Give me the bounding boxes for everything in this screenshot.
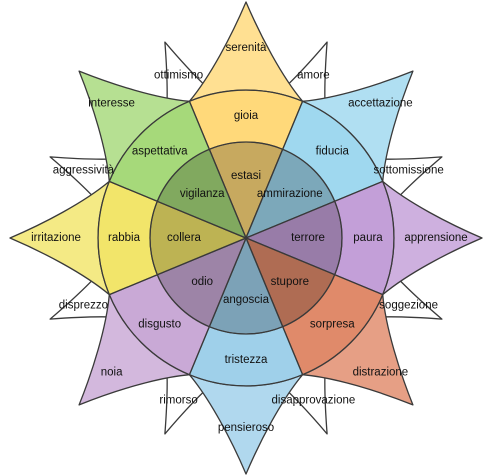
- dyad-label-love: amore: [297, 69, 330, 81]
- petal-outer-anticipation: [78, 70, 191, 183]
- label-mid-trust: fiducia: [316, 146, 350, 158]
- label-mid-joy: gioia: [234, 110, 259, 122]
- label-outer-fear: apprensione: [404, 232, 467, 244]
- label-mid-surprise: sorpresa: [310, 318, 355, 330]
- label-inner-sadness: angoscia: [223, 294, 270, 306]
- petal-outer-surprise: [301, 293, 414, 406]
- label-inner-disgust: odio: [191, 276, 213, 288]
- label-inner-fear: terrore: [291, 232, 325, 244]
- spoke: [109, 237, 247, 296]
- label-outer-disgust: noia: [101, 366, 123, 378]
- petal-outer-fear: [382, 180, 483, 296]
- outer-ring: [97, 89, 395, 387]
- label-inner-joy: estasi: [231, 170, 261, 182]
- spoke: [245, 237, 304, 375]
- petal-layer: [9, 1, 483, 475]
- inner-ring: [149, 141, 343, 335]
- label-inner-trust: ammirazione: [257, 188, 323, 200]
- dyad-label-contempt: disprezzo: [59, 299, 108, 311]
- label-mid-sadness: tristezza: [225, 354, 268, 366]
- petal-outer-anger: [9, 180, 110, 296]
- label-inner-anger: collera: [167, 232, 201, 244]
- spoke: [245, 180, 383, 239]
- label-inner-anticipation: vigilanza: [180, 188, 225, 200]
- petal-outer-disgust: [78, 293, 191, 406]
- spoke: [245, 237, 383, 296]
- label-outer-anger: irritazione: [31, 232, 81, 244]
- spoke: [245, 101, 304, 239]
- label-mid-anger: rabbia: [108, 232, 141, 244]
- dyad-label-submission: sottomissione: [373, 165, 443, 177]
- label-layer: amore sottomissione soggezione disapprovazi…: [31, 42, 468, 434]
- label-outer-surprise: distrazione: [353, 366, 409, 378]
- dyad-label-awe: soggezione: [379, 299, 438, 311]
- spoke: [188, 101, 247, 239]
- dyad-label-remorse: rimorso: [159, 395, 197, 407]
- label-inner-surprise: stupore: [271, 276, 309, 288]
- dyad-label-aggressiveness: aggressività: [53, 165, 115, 177]
- label-outer-sadness: pensieroso: [218, 422, 274, 434]
- ring-layer: [97, 89, 395, 387]
- label-mid-anticipation: aspettativa: [132, 146, 188, 158]
- petal-outer-trust: [301, 70, 414, 183]
- dyad-label-disapproval: disapprovazione: [272, 395, 356, 407]
- label-outer-joy: serenità: [226, 42, 268, 54]
- label-outer-anticipation: interesse: [88, 98, 135, 110]
- label-mid-fear: paura: [353, 232, 383, 244]
- spoke: [109, 180, 247, 239]
- petal-outer-sadness: [188, 374, 304, 475]
- dyad-label-optimism: ottimismo: [154, 69, 203, 81]
- spoke: [188, 237, 247, 375]
- label-outer-trust: accettazione: [348, 98, 413, 110]
- label-mid-disgust: disgusto: [138, 318, 181, 330]
- petal-outer-joy: [188, 1, 304, 102]
